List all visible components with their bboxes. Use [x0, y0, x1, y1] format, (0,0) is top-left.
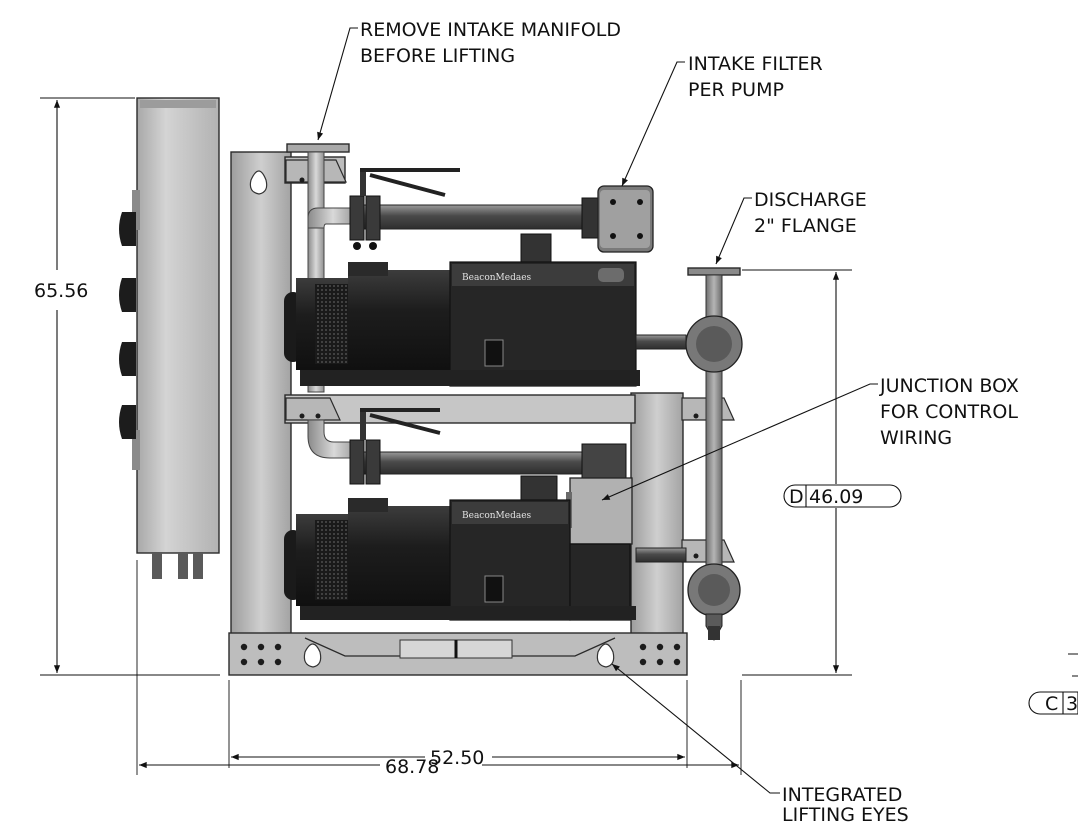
- dim-ref-d-value: 46.09: [809, 486, 863, 508]
- intake-filter-upper: [581, 185, 654, 253]
- control-panel: [119, 97, 220, 579]
- skid-frame: [228, 151, 735, 676]
- dim-ref-c-tag: C 3: [1028, 653, 1078, 715]
- callout-lifting-eyes-line2: LIFTING EYES: [782, 804, 909, 825]
- callout-lifting-eyes-line1: INTEGRATED: [782, 784, 902, 806]
- dim-frame-width: 52.50: [430, 747, 484, 769]
- cable-glands: [152, 553, 203, 579]
- dim-ref-c-letter: C: [1045, 693, 1058, 715]
- upper-vacuum-pump: BeaconMedaes: [284, 168, 687, 387]
- dim-ref-c-value: 3: [1066, 693, 1078, 715]
- upper-pump-brand: BeaconMedaes: [462, 273, 532, 283]
- callout-discharge-line2: 2" FLANGE: [754, 215, 857, 237]
- callout-remove-manifold-line2: BEFORE LIFTING: [360, 45, 515, 67]
- dim-overall-width: 68.78: [385, 756, 439, 778]
- callout-discharge-line1: DISCHARGE: [754, 189, 867, 211]
- callout-junction-box-line2: FOR CONTROL: [880, 401, 1018, 423]
- callout-intake-filter-line1: INTAKE FILTER: [688, 53, 823, 75]
- callout-junction-box-line1: JUNCTION BOX: [879, 375, 1019, 397]
- discharge-manifold: [685, 267, 743, 642]
- callout-lifting-eyes: INTEGRATED LIFTING EYES: [611, 663, 909, 825]
- callout-remove-manifold-line1: REMOVE INTAKE MANIFOLD: [360, 19, 621, 41]
- junction-box: [566, 477, 633, 545]
- callout-intake-filter-line2: PER PUMP: [688, 79, 784, 101]
- lower-pump-brand: BeaconMedaes: [462, 511, 532, 521]
- callout-intake-filter: INTAKE FILTER PER PUMP: [621, 53, 823, 187]
- dim-overall-height: 65.56: [34, 280, 88, 302]
- callout-junction-box-line3: WIRING: [880, 427, 952, 449]
- lifting-eyes: [303, 643, 615, 668]
- callout-remove-manifold: REMOVE INTAKE MANIFOLD BEFORE LIFTING: [317, 19, 621, 141]
- callout-junction-box: JUNCTION BOX FOR CONTROL WIRING: [601, 375, 1019, 501]
- lower-vacuum-pump: BeaconMedaes: [284, 408, 687, 621]
- dimensions: 65.56 D 46.09 52.50 68.78 C 3: [34, 97, 1078, 778]
- dim-ref-d-tag: D 46.09: [783, 484, 902, 508]
- callout-discharge: DISCHARGE 2" FLANGE: [715, 189, 867, 265]
- disconnect-handles: [119, 212, 136, 439]
- dim-ref-d-letter: D: [789, 486, 804, 508]
